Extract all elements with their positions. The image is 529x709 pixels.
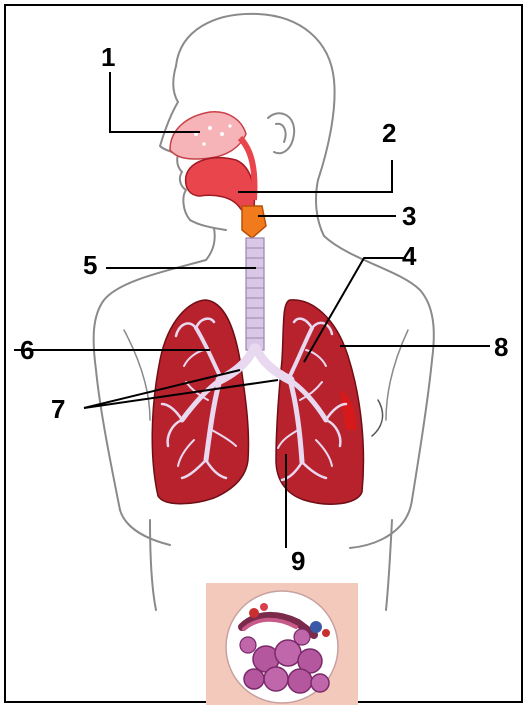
left-lung <box>152 300 248 504</box>
leader-2 <box>238 160 392 192</box>
label-6: 6 <box>20 337 34 363</box>
larynx <box>242 206 266 238</box>
label-9: 9 <box>291 548 305 574</box>
label-7: 7 <box>51 396 65 422</box>
label-8: 8 <box>494 334 508 360</box>
label-2: 2 <box>382 120 396 146</box>
label-1: 1 <box>101 44 115 70</box>
label-5: 5 <box>83 252 97 278</box>
nasal-cavity <box>170 112 246 159</box>
trachea <box>246 238 264 350</box>
alveoli-inset <box>206 583 358 705</box>
label-3: 3 <box>402 203 416 229</box>
label-4: 4 <box>402 243 416 269</box>
